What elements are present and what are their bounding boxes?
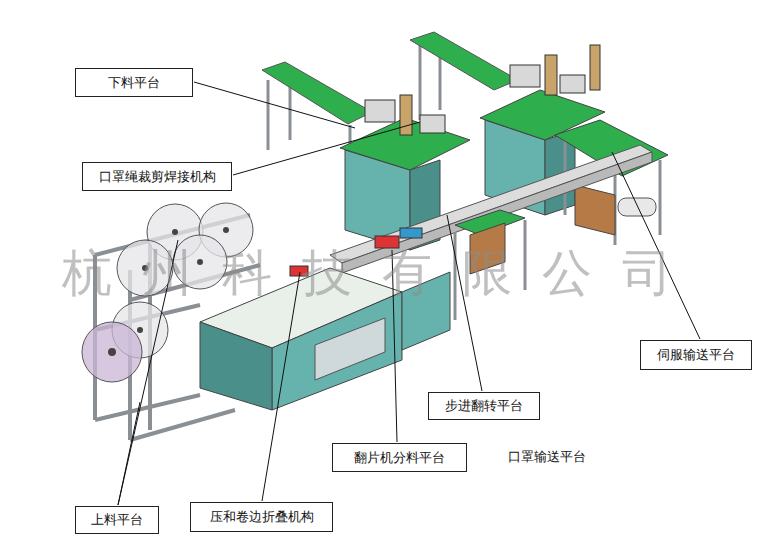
callout-text: 伺服输送平台 — [657, 346, 735, 364]
callout-box: 口罩绳裁剪焊接机构 — [82, 162, 232, 191]
callout-box: 上料平台 — [75, 506, 159, 534]
callout-box: 下料平台 — [75, 68, 193, 97]
callout-text: 下料平台 — [108, 74, 160, 92]
part-label: 口罩输送平台 — [508, 448, 586, 466]
callout-box: 翻片机分料平台 — [332, 443, 467, 472]
callout-box: 伺服输送平台 — [640, 340, 752, 370]
callout-box: 压和卷边折叠机构 — [190, 502, 333, 532]
callout-box: 步进翻转平台 — [428, 392, 540, 420]
callout-text: 上料平台 — [91, 511, 143, 529]
callout-text: 步进翻转平台 — [445, 397, 523, 415]
callout-text: 压和卷边折叠机构 — [210, 508, 314, 526]
watermark: 杭州科技有限公司 — [62, 240, 702, 307]
callout-text: 口罩绳裁剪焊接机构 — [99, 168, 216, 186]
callout-text: 翻片机分料平台 — [354, 449, 445, 467]
